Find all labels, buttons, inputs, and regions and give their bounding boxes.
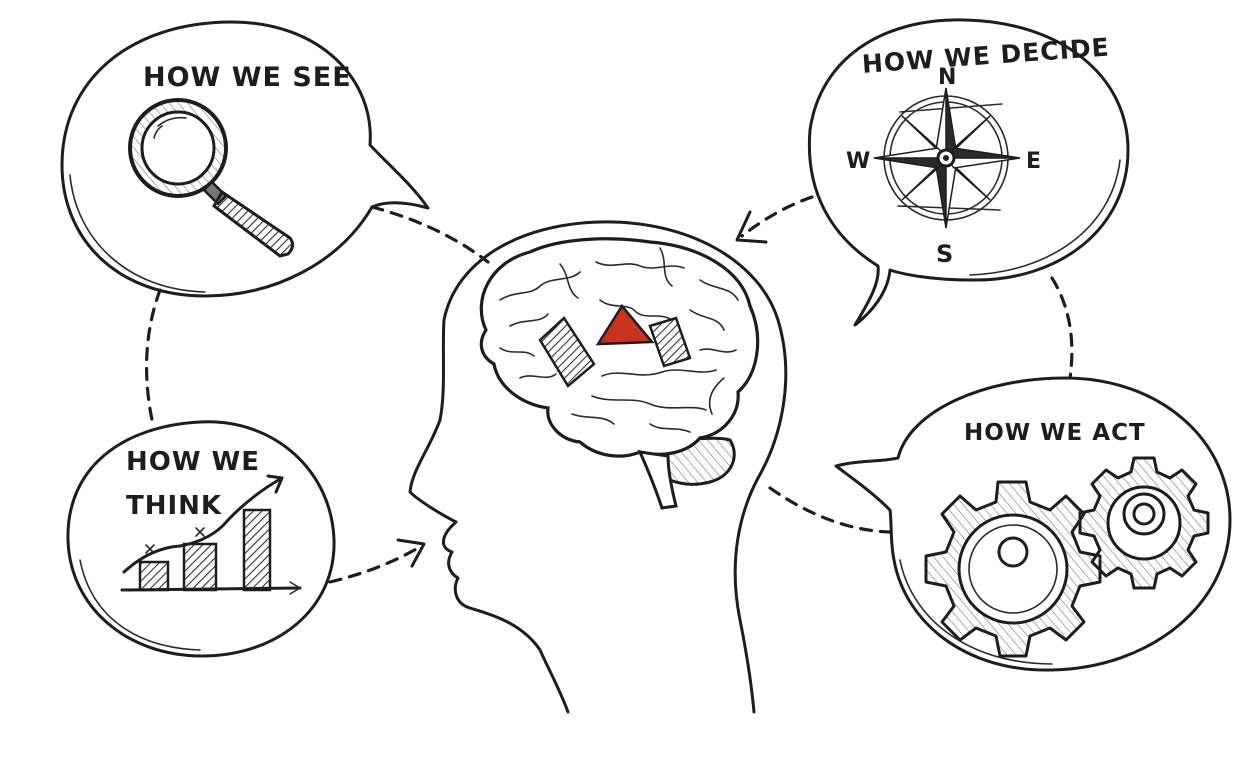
brain-outline (479, 237, 760, 458)
bubble-decide: HOW WE DECIDE N S E W (807, 18, 1130, 327)
compass-west-label: W (846, 149, 870, 174)
bubble-see: HOW WE SEE (60, 20, 430, 298)
compass-rose-icon: N S E W (846, 65, 1041, 268)
gears-icon (924, 456, 1210, 658)
small-gear-icon (1078, 456, 1210, 590)
bubble-think-outline (66, 420, 336, 658)
connector-think-to-face (328, 546, 420, 584)
brain-stem (637, 450, 678, 510)
magnifying-glass-icon (128, 98, 295, 258)
rising-bar-chart-icon (120, 474, 302, 595)
bubble-see-outline (60, 20, 430, 298)
bubble-think-title-line1: HOW WE (126, 447, 260, 477)
connector-see-to-head (370, 205, 490, 264)
arrow-head-decide (735, 210, 768, 244)
compass-east-label: E (1026, 149, 1041, 174)
compass-north-label: N (938, 65, 956, 90)
connector-decide-to-head (740, 195, 814, 238)
connector-see-to-think (144, 288, 162, 422)
bubble-decide-title: HOW WE DECIDE (861, 33, 1111, 79)
head-outline (408, 220, 788, 714)
brain-highlight-right-block (648, 316, 692, 368)
bubble-think-title-line2: THINK (126, 491, 222, 521)
bubble-decide-outline (807, 18, 1130, 327)
bubble-act-outline (834, 376, 1232, 672)
connectors (144, 195, 1074, 584)
arrow-head-think (396, 538, 426, 568)
connector-decide-to-act (1050, 276, 1074, 380)
compass-south-label: S (936, 240, 953, 268)
connector-head-to-act (768, 486, 892, 534)
bubble-act-title: HOW WE ACT (964, 420, 1146, 446)
bubble-see-title: HOW WE SEE (143, 62, 352, 93)
brain-highlight-red-triangle (595, 303, 655, 346)
large-gear-icon (924, 480, 1102, 658)
bubble-think: HOW WE THINK (66, 420, 336, 658)
brain-folds (499, 247, 739, 433)
brain-highlight-left-block (538, 316, 596, 388)
bubble-act: HOW WE ACT (834, 376, 1232, 672)
head-with-brain-icon (408, 220, 788, 714)
